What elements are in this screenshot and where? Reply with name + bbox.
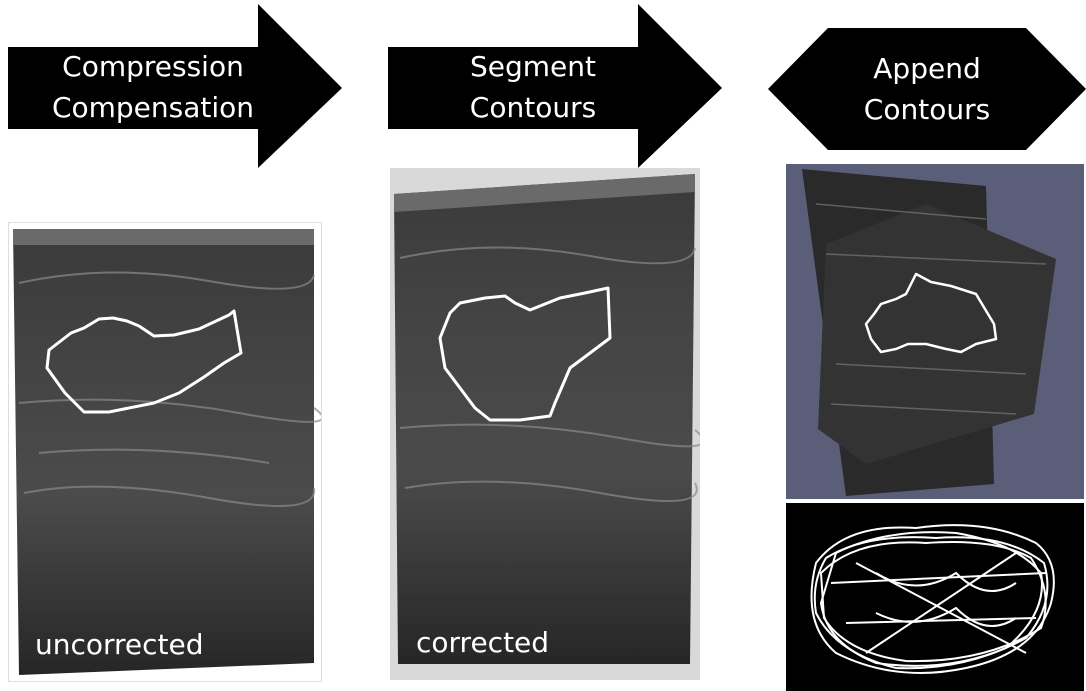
step-hexagon-append-contours: Append Contours: [768, 28, 1086, 150]
step-arrow-compression-compensation: Compression Compensation: [8, 4, 342, 168]
step-label: Segment Contours: [418, 46, 648, 128]
appended-contours-view: [786, 503, 1084, 691]
step-label-line1: Compression: [38, 46, 268, 87]
ultrasound-scan: [9, 223, 321, 681]
3d-slices: [786, 164, 1084, 499]
ultrasound-uncorrected-image: uncorrected: [8, 222, 322, 682]
step-label-line2: Contours: [418, 87, 648, 128]
step-label-line2: Compensation: [38, 87, 268, 128]
step-label: Append Contours: [828, 48, 1026, 130]
ultrasound-scan: [390, 168, 700, 680]
step-label: Compression Compensation: [38, 46, 268, 128]
ultrasound-corrected-image: corrected: [390, 168, 700, 680]
3d-render-view: [786, 164, 1084, 499]
step-arrow-segment-contours: Segment Contours: [388, 4, 722, 168]
step-label-line1: Segment: [418, 46, 648, 87]
contour-cloud: [786, 503, 1084, 691]
step-label-line1: Append: [828, 48, 1026, 89]
panel-caption: corrected: [416, 626, 549, 659]
panel-caption: uncorrected: [35, 628, 204, 661]
step-label-line2: Contours: [828, 89, 1026, 130]
